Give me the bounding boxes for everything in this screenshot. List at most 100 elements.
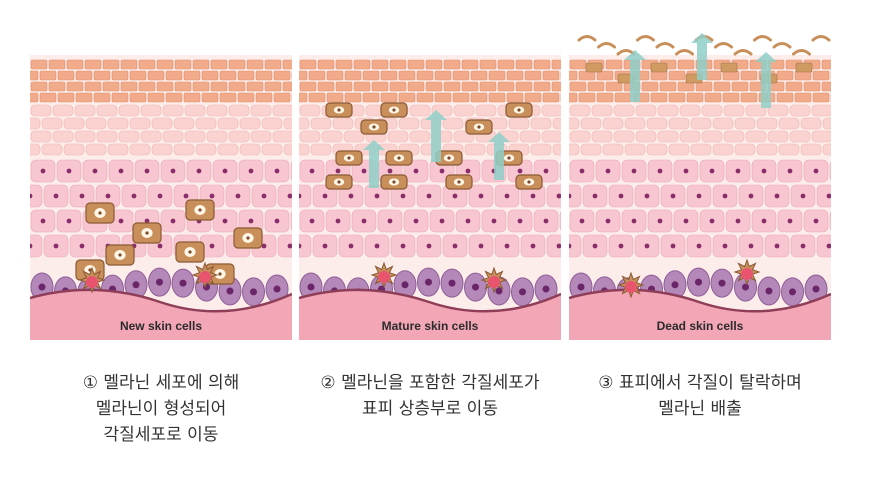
melanin-granule	[397, 156, 401, 160]
granular-cell	[118, 130, 140, 143]
cell-nucleus	[426, 193, 432, 199]
cell-nucleus	[40, 218, 46, 224]
corneum-brick	[425, 59, 443, 70]
corneum-brick	[156, 81, 174, 92]
cell-nucleus	[696, 193, 702, 199]
granular-cell	[52, 130, 74, 143]
corneum-brick	[524, 70, 542, 81]
panel-label: New skin cells	[119, 319, 203, 333]
cell-nucleus	[774, 193, 780, 199]
granular-cell	[343, 130, 365, 143]
corneum-brick	[228, 59, 246, 70]
corneum-brick	[317, 81, 335, 92]
corneum-brick	[785, 81, 803, 92]
dermis-layer	[569, 289, 831, 340]
corneum-brick	[273, 70, 291, 81]
granular-cell	[541, 104, 561, 117]
cell-nucleus	[787, 168, 793, 174]
corneum-brick	[668, 92, 686, 103]
cell-nucleus	[157, 243, 163, 249]
granular-cell	[569, 117, 580, 130]
cell-nucleus	[40, 168, 46, 174]
corneum-brick	[165, 92, 183, 103]
corneum-brick	[210, 59, 228, 70]
cell-nucleus	[671, 281, 679, 289]
cell-nucleus	[543, 168, 549, 174]
granular-cell	[767, 130, 789, 143]
corneum-brick	[120, 59, 138, 70]
cell-nucleus	[322, 243, 328, 249]
cell-nucleus	[542, 285, 550, 293]
corneum-brick	[93, 92, 111, 103]
skin-layer-illustration	[30, 55, 292, 340]
granular-cell	[508, 117, 530, 130]
melanin-granule	[337, 108, 341, 112]
melanocyte-nucleus	[199, 271, 211, 283]
cell-nucleus	[789, 288, 796, 296]
corneum-brick	[165, 70, 183, 81]
granular-cell	[602, 117, 624, 130]
granular-cell	[668, 143, 690, 156]
cell-nucleus	[439, 168, 445, 174]
granular-cell	[657, 130, 679, 143]
cell-nucleus	[309, 168, 315, 174]
corneum-brick	[129, 92, 147, 103]
granular-cell	[129, 117, 151, 130]
granular-cell	[321, 130, 343, 143]
cell-nucleus	[605, 218, 611, 224]
cell-nucleus	[348, 243, 354, 249]
cell-nucleus	[374, 243, 380, 249]
granular-cell	[591, 104, 613, 117]
granular-cell	[239, 143, 261, 156]
shedding-flake	[811, 35, 831, 42]
granular-cell	[646, 117, 668, 130]
caption-line: 표피 상층부로 이동	[362, 399, 498, 419]
corneum-brick	[192, 81, 210, 92]
granular-cell	[63, 117, 85, 130]
shedding-flake	[675, 49, 694, 56]
corneum-brick	[776, 70, 794, 81]
shedding-flake	[772, 42, 792, 49]
corneum-brick	[488, 92, 506, 103]
granular-cell	[299, 143, 310, 156]
corneum-brick	[794, 92, 812, 103]
corneum-brick	[425, 81, 443, 92]
spinous-cell	[290, 211, 292, 231]
granular-cell	[569, 130, 591, 143]
corneum-brick	[470, 92, 488, 103]
melanin-granule	[477, 125, 481, 129]
cell-nucleus	[387, 218, 393, 224]
cell-nucleus	[452, 243, 458, 249]
granular-cell	[613, 130, 635, 143]
corneum-brick	[75, 70, 93, 81]
granular-cell	[778, 117, 800, 130]
corneum-brick	[668, 70, 686, 81]
cell-nucleus	[156, 278, 163, 286]
cell-nucleus	[118, 218, 124, 224]
cell-nucleus	[709, 218, 715, 224]
spinous-cell	[277, 234, 292, 258]
melanin-brick	[795, 62, 813, 73]
granular-cell	[613, 104, 635, 117]
cell-nucleus	[826, 243, 831, 249]
corneum-brick	[434, 92, 452, 103]
corneum-brick	[569, 70, 578, 81]
skin-layer-illustration	[299, 55, 561, 340]
cell-nucleus	[170, 168, 176, 174]
cell-nucleus	[335, 218, 341, 224]
granular-cell	[30, 104, 52, 117]
granular-cell	[74, 104, 96, 117]
granular-cell	[657, 104, 679, 117]
cell-nucleus	[79, 193, 85, 199]
upward-arrow-icon	[363, 140, 385, 188]
granular-cell	[283, 143, 292, 156]
corneum-brick	[488, 70, 506, 81]
cell-nucleus	[592, 243, 598, 249]
granular-cell	[569, 143, 580, 156]
corneum-brick	[416, 92, 434, 103]
caption-step-3: ③ 표피에서 각질이 탈락하며 멜라닌 배출	[569, 370, 831, 422]
granular-cell	[580, 117, 602, 130]
melanin-granule	[198, 208, 202, 212]
cell-nucleus	[670, 243, 676, 249]
shedding-flake	[655, 42, 675, 49]
